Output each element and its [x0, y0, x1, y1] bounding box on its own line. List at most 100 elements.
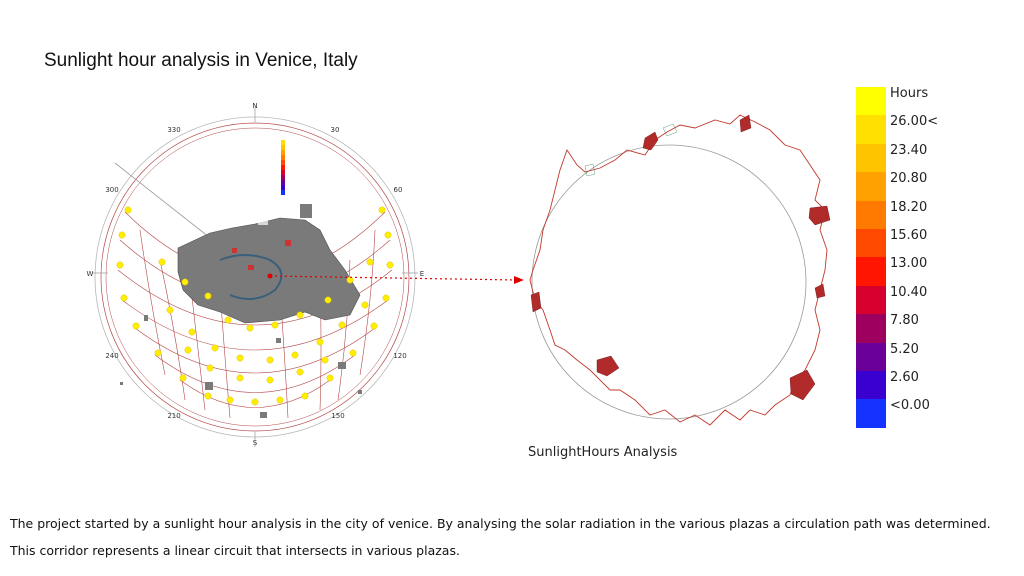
compass-330: 330: [167, 126, 180, 134]
legend-label: 15.60: [890, 227, 928, 243]
compass-ticks: [92, 107, 418, 447]
sun-point: [246, 324, 254, 332]
sun-path-arcs: [117, 211, 393, 419]
sun-point: [236, 374, 244, 382]
sun-point: [361, 301, 369, 309]
legend-row: 26.00<: [856, 114, 966, 144]
sun-point: [276, 396, 284, 404]
sun-point: [291, 351, 299, 359]
legend-swatch: [856, 399, 886, 428]
sun-point: [116, 261, 124, 269]
sun-point: [251, 398, 259, 406]
venice-map: [120, 204, 362, 418]
sun-point: [204, 392, 212, 400]
sun-path-diagram: N S W E 30 60 120 150 210 240 300 330: [87, 102, 424, 447]
legend-header-swatch: [856, 87, 886, 116]
sun-point: [154, 349, 162, 357]
sun-point: [384, 231, 392, 239]
legend-row: 23.40: [856, 142, 966, 173]
sun-point: [370, 322, 378, 330]
legend-label: <0.00: [890, 398, 930, 414]
sun-point: [132, 322, 140, 330]
legend-row: 10.40: [856, 285, 966, 315]
description-line-1: The project started by a sunlight hour a…: [10, 516, 991, 531]
sun-point: [346, 276, 354, 284]
compass-s: S: [253, 439, 258, 447]
legend-label: 7.80: [890, 313, 919, 329]
sun-point: [382, 294, 390, 302]
sun-point: [226, 396, 234, 404]
compass-150: 150: [331, 412, 344, 420]
compass-210: 210: [167, 412, 180, 420]
legend-row: 15.60: [856, 227, 966, 258]
compass-60: 60: [394, 186, 403, 194]
sun-point: [321, 356, 329, 364]
compass-300: 300: [105, 186, 118, 194]
diagram-caption: SunlightHours Analysis: [528, 445, 678, 460]
legend-swatch: [856, 370, 886, 400]
legend-row: 13.00: [856, 256, 966, 286]
inset-color-bar: [281, 140, 285, 195]
legend-label: 26.00<: [890, 114, 939, 130]
sun-point: [158, 258, 166, 266]
legend-label: 13.00: [890, 256, 928, 272]
legend-label: 18.20: [890, 199, 928, 215]
legend-row: 7.80: [856, 313, 966, 343]
circulation-path-diagram: [529, 114, 831, 426]
sun-point: [266, 356, 274, 364]
sun-point: [324, 296, 332, 304]
sun-point: [366, 258, 374, 266]
legend-swatch: [856, 115, 886, 144]
sun-point: [188, 328, 196, 336]
legend-swatch: [856, 228, 886, 258]
compass-n: N: [252, 102, 257, 110]
legend-label: 2.60: [890, 369, 919, 385]
sun-point: [181, 278, 189, 286]
sun-point: [211, 344, 219, 352]
legend-row: 18.20: [856, 199, 966, 229]
legend-swatch: [856, 342, 886, 371]
page-title: Sunlight hour analysis in Venice, Italy: [44, 50, 358, 71]
sun-point: [166, 306, 174, 314]
legend-row: 20.80: [856, 171, 966, 201]
plaza-blocks: [530, 114, 831, 401]
legend-row: 2.60: [856, 369, 966, 400]
compass-w: W: [87, 270, 94, 278]
sun-point: [236, 354, 244, 362]
sun-point: [349, 349, 357, 357]
legend-swatch: [856, 314, 886, 343]
sun-point: [124, 206, 132, 214]
sun-point: [184, 346, 192, 354]
compass-120: 120: [393, 352, 406, 360]
legend-label: 5.20: [890, 341, 919, 357]
compass-e: E: [420, 270, 424, 278]
legend-label: 23.40: [890, 142, 928, 158]
legend-swatch: [856, 172, 886, 201]
sun-point: [338, 321, 346, 329]
hours-legend: Hours 26.00< 23.40 20.80 18.20 15.60 13.00 10.…: [856, 87, 966, 428]
legend-header-label: Hours: [890, 86, 929, 101]
sun-point: [296, 368, 304, 376]
sun-point: [120, 294, 128, 302]
legend-label: 20.80: [890, 171, 928, 187]
sun-point: [271, 321, 279, 329]
sun-point: [326, 374, 334, 382]
legend-swatch: [856, 200, 886, 229]
compass-30: 30: [331, 126, 340, 134]
sun-point: [316, 338, 324, 346]
sun-point: [204, 292, 212, 300]
legend-swatch: [856, 285, 886, 315]
description-line-2: This corridor represents a linear circui…: [10, 543, 460, 558]
compass-240: 240: [105, 352, 118, 360]
sun-point: [386, 261, 394, 269]
sun-point: [206, 364, 214, 372]
sun-point: [301, 392, 309, 400]
sun-point: [179, 374, 187, 382]
circulation-path: [529, 114, 828, 426]
legend-swatch: [856, 257, 886, 286]
legend-row: 5.20: [856, 341, 966, 371]
legend-header-row: Hours: [856, 86, 966, 116]
sun-points: [116, 206, 394, 406]
sun-point: [266, 376, 274, 384]
legend-row: <0.00: [856, 398, 966, 428]
